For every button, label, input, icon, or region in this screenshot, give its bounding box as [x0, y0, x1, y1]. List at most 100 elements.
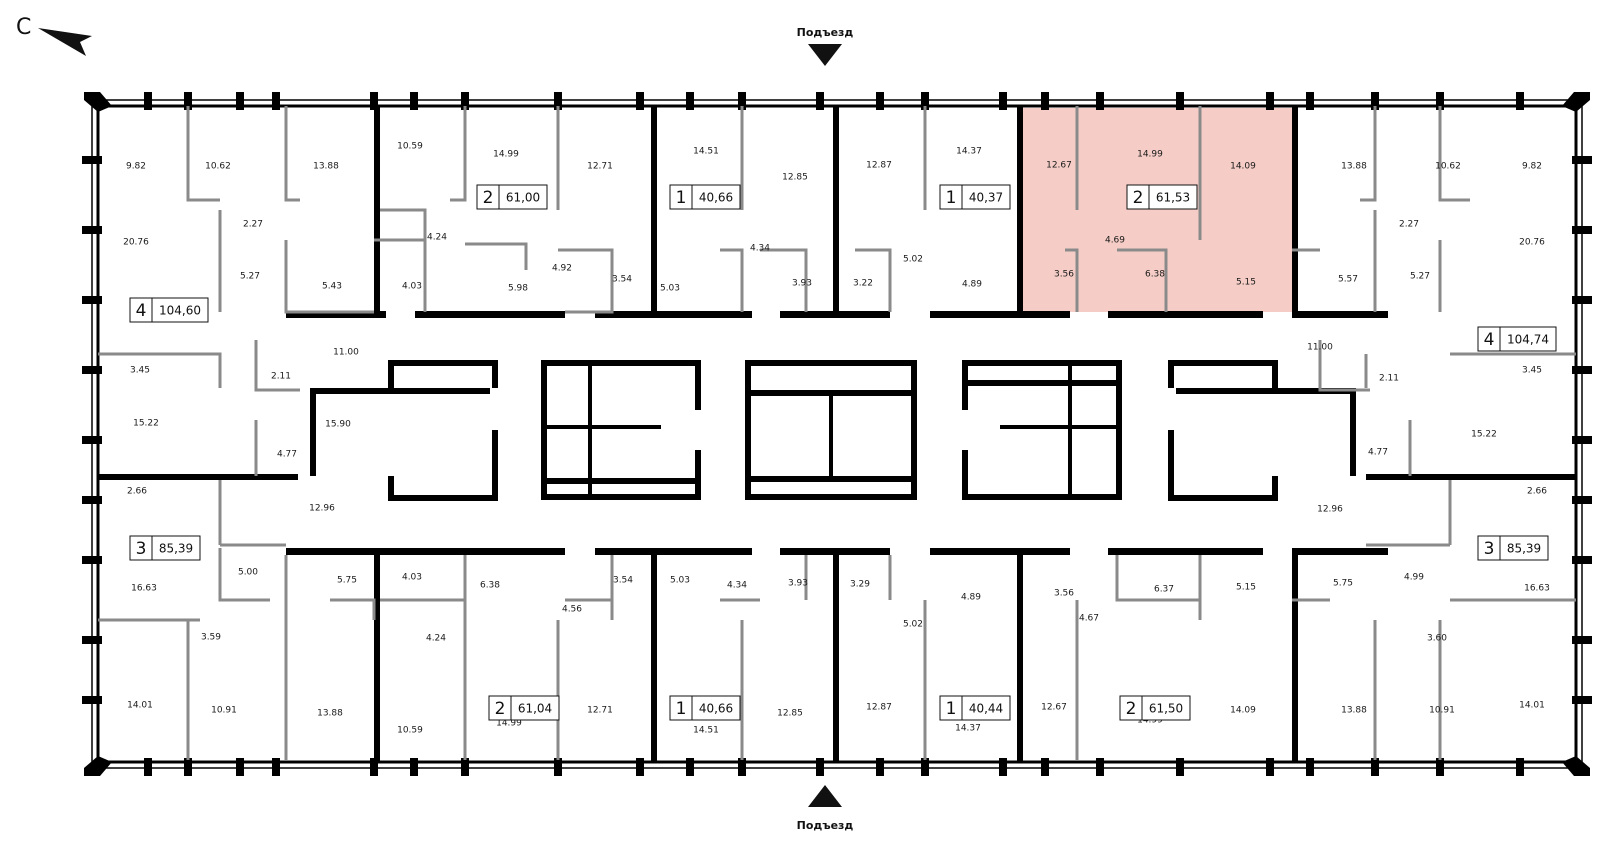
column — [1306, 92, 1314, 110]
column — [876, 758, 884, 776]
column — [1176, 92, 1184, 110]
column — [236, 758, 244, 776]
room-area-label: 12.96 — [1317, 505, 1343, 515]
room-area-label: 4.03 — [402, 282, 422, 292]
entrance-bottom[interactable]: Подъезд — [797, 785, 854, 832]
column — [1572, 156, 1592, 164]
room-area-label: 3.56 — [1054, 270, 1074, 280]
column — [1572, 496, 1592, 504]
apartment-rooms: 1 — [946, 699, 957, 719]
room-area-label: 5.03 — [660, 284, 680, 294]
apartment-area: 61,53 — [1156, 191, 1190, 205]
room-area-label: 5.43 — [322, 282, 342, 292]
room-area-label: 11.00 — [333, 348, 359, 358]
room-area-label: 14.37 — [956, 147, 982, 157]
facade-columns — [82, 92, 1592, 776]
apartment-area: 104,60 — [159, 304, 201, 318]
column — [82, 696, 102, 704]
column — [1436, 92, 1444, 110]
column — [738, 92, 746, 110]
column — [144, 92, 152, 110]
room-area-label: 4.34 — [750, 244, 770, 254]
room-area-label: 3.54 — [613, 576, 633, 586]
compass: С — [16, 15, 92, 56]
column — [82, 496, 102, 504]
room-area-label: 5.15 — [1236, 583, 1256, 593]
apartment-area: 40,37 — [969, 191, 1003, 205]
room-area-label: 4.69 — [1105, 236, 1125, 246]
room-area-label: 15.22 — [1471, 430, 1497, 440]
room-area-label: 2.27 — [243, 220, 263, 230]
column — [999, 758, 1007, 776]
apartment-rooms: 2 — [1126, 699, 1137, 719]
area-box — [961, 184, 1011, 210]
apartment-highlight — [1020, 108, 1295, 312]
column — [1572, 226, 1592, 234]
area-box — [1499, 535, 1549, 561]
apartment-area: 104,74 — [1507, 333, 1549, 347]
column — [1572, 696, 1592, 704]
room-area-label: 3.60 — [1427, 634, 1447, 644]
room-area-label: 5.75 — [1333, 579, 1353, 589]
column — [82, 366, 102, 374]
entrance-top[interactable]: Подъезд — [797, 26, 854, 66]
column — [461, 92, 469, 110]
apartment-area: 61,50 — [1149, 702, 1183, 716]
column — [236, 92, 244, 110]
apartment-area: 40,66 — [699, 191, 733, 205]
room-area-label: 15.22 — [133, 419, 159, 429]
column — [738, 758, 746, 776]
column — [1266, 758, 1274, 776]
column — [1096, 758, 1104, 776]
room-area-label: 12.67 — [1041, 703, 1067, 713]
apartment-area: 61,00 — [506, 191, 540, 205]
apartment-rooms: 1 — [946, 188, 957, 208]
area-box — [498, 184, 548, 210]
area-box — [151, 297, 209, 323]
room-area-label: 4.77 — [1368, 448, 1388, 458]
column — [184, 92, 192, 110]
interior-partitions — [98, 106, 1576, 760]
column — [686, 758, 694, 776]
entrance-bottom-arrow-icon — [808, 785, 842, 807]
room-area-label: 9.82 — [1522, 162, 1542, 172]
column — [1572, 636, 1592, 644]
column — [272, 92, 280, 110]
column — [1516, 92, 1524, 110]
room-area-label: 9.82 — [126, 162, 146, 172]
room-area-label: 10.91 — [211, 706, 237, 716]
area-box — [1141, 695, 1191, 721]
room-area-label: 14.99 — [493, 150, 519, 160]
room-area-label: 4.24 — [426, 634, 446, 644]
column — [184, 758, 192, 776]
room-area-label: 12.85 — [782, 173, 808, 183]
compass-letter: С — [16, 15, 31, 40]
column — [272, 758, 280, 776]
room-area-label: 14.01 — [127, 701, 153, 711]
room-area-label: 5.27 — [240, 272, 260, 282]
column — [1572, 436, 1592, 444]
room-area-label: 6.37 — [1154, 585, 1174, 595]
entrance-top-arrow-icon — [808, 44, 842, 66]
room-area-label: 3.45 — [130, 366, 150, 376]
area-box — [691, 184, 741, 210]
column — [876, 92, 884, 110]
room-area-label: 10.91 — [1429, 706, 1455, 716]
column — [410, 92, 418, 110]
room-area-label: 6.38 — [1145, 270, 1165, 280]
corner-blocks — [84, 92, 1590, 776]
column — [686, 92, 694, 110]
